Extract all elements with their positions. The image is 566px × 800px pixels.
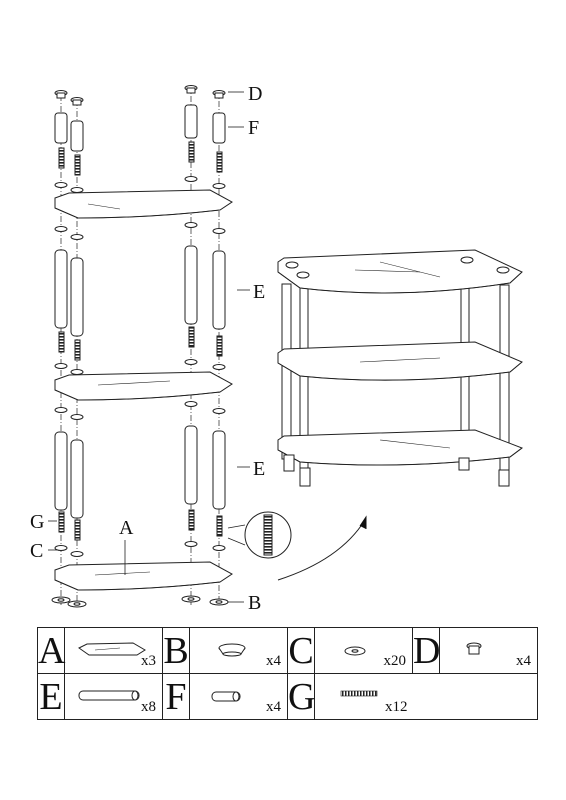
shelf-bottom — [54, 561, 233, 591]
washers-level-3 — [54, 359, 226, 375]
tube-part-e — [184, 425, 198, 505]
tube-part-e — [70, 439, 84, 519]
washers-level-4 — [54, 401, 226, 420]
tube-part-f — [54, 112, 68, 144]
bolts-level-1 — [58, 141, 223, 176]
tube-part-e — [54, 249, 68, 329]
tube-part-f — [212, 112, 226, 144]
cap-part-d — [212, 90, 226, 99]
callout-b: B — [248, 592, 261, 614]
callout-leaders — [48, 91, 250, 603]
long-tubes-lower — [54, 425, 226, 519]
tube-part-e — [212, 250, 226, 330]
shelf-top — [54, 189, 233, 219]
tube-part-f — [184, 104, 198, 139]
callout-g: G — [30, 511, 44, 533]
part-letter: D — [412, 627, 441, 674]
part-letter: C — [287, 627, 315, 674]
washers-level-5 — [54, 541, 226, 557]
bolts-level-3 — [58, 509, 223, 541]
threaded-bolt-icon — [340, 690, 378, 697]
cap-part-d — [184, 85, 198, 94]
foot-part-b — [209, 598, 229, 606]
long-tubes-upper — [54, 245, 226, 337]
cap-part-d — [54, 90, 68, 99]
callout-e-upper: E — [253, 281, 265, 303]
top-cap-icon — [466, 642, 482, 655]
callout-e-lower: E — [253, 458, 265, 480]
part-qty: x4 — [266, 699, 281, 715]
foot-part-b — [51, 596, 71, 604]
callout-c: C — [30, 540, 43, 562]
part-cell: x3 — [64, 627, 163, 674]
foot-part-b — [67, 600, 87, 608]
parts-row: A x3 B x4 C x20 D — [37, 627, 538, 674]
bolt-detail-zoom — [227, 511, 292, 559]
assembled-stand — [277, 249, 524, 487]
part-cell: x20 — [314, 627, 413, 674]
washers-level-2 — [54, 222, 226, 240]
feet — [51, 595, 229, 608]
callout-d: D — [248, 83, 262, 105]
callout-a: A — [119, 517, 134, 539]
part-cell: x12 — [314, 673, 538, 720]
glass-shelf-icon — [78, 642, 146, 656]
part-cell: x8 — [64, 673, 163, 720]
tube-part-e — [212, 430, 226, 510]
part-cell: x4 — [189, 627, 288, 674]
cap-part-d — [70, 97, 84, 106]
assembly-axis-lines — [60, 85, 220, 605]
parts-list-table: A x3 B x4 C x20 D — [37, 627, 538, 720]
short-tube-icon — [211, 691, 241, 702]
top-caps — [54, 85, 226, 106]
foot-disc-icon — [218, 643, 246, 657]
tube-part-e — [54, 431, 68, 511]
washer-icon — [344, 646, 366, 656]
foot-part-b — [181, 595, 201, 603]
shelf-middle — [54, 371, 233, 401]
part-cell: x4 — [189, 673, 288, 720]
assembly-arrow-icon — [277, 515, 367, 581]
tube-part-f — [70, 120, 84, 152]
part-letter: F — [162, 673, 190, 720]
part-qty: x3 — [141, 653, 156, 669]
part-qty: x4 — [266, 653, 281, 669]
part-qty: x20 — [383, 653, 407, 669]
part-cell: x4 — [439, 627, 538, 674]
part-letter: B — [162, 627, 190, 674]
assembly-diagram: D F E E G C A B — [30, 83, 524, 614]
part-letter: A — [37, 627, 66, 674]
part-letter: E — [37, 673, 65, 720]
short-tubes — [54, 104, 226, 152]
part-qty: x4 — [516, 653, 531, 669]
callout-f: F — [248, 117, 259, 139]
tube-part-e — [70, 257, 84, 337]
bolts-level-2 — [58, 326, 223, 361]
tube-part-e — [184, 245, 198, 325]
part-letter: G — [287, 673, 316, 720]
part-qty: x8 — [141, 699, 156, 715]
parts-row: E x8 F x4 G — [37, 673, 538, 720]
part-qty: x12 — [385, 699, 408, 715]
long-tube-icon — [78, 690, 140, 701]
washers-level-1 — [54, 176, 226, 193]
